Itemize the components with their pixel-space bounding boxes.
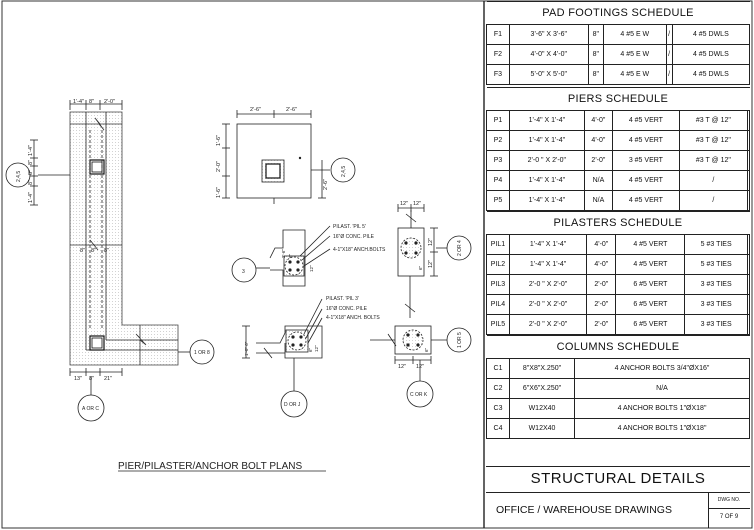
callout-label: 2 OR 4 <box>457 240 463 256</box>
pilaster-5-detail <box>255 225 331 287</box>
dimension: 6" <box>288 253 293 258</box>
dimension: 8" <box>91 248 96 254</box>
dimension: 1'-6" <box>216 135 222 146</box>
dimension: 12" <box>398 364 406 370</box>
grade-beam-plan <box>30 100 190 396</box>
dimension: 12" <box>314 345 319 352</box>
project-name: OFFICE / WAREHOUSE DRAWINGS <box>496 504 672 516</box>
callout-label: D OR J <box>284 402 301 408</box>
dimension: 6" <box>308 347 313 352</box>
pad-footing-plan <box>222 110 330 204</box>
dimension: 21" <box>104 376 112 382</box>
title-block: STRUCTURAL DETAILS OFFICE / WAREHOUSE DR… <box>486 440 750 528</box>
callout-label: A OR C <box>82 406 99 412</box>
dimension: 13" <box>74 376 82 382</box>
plan-title: PIER/PILASTER/ANCHOR BOLT PLANS <box>118 461 302 472</box>
dimension: 1'-4" <box>28 192 34 203</box>
dimension: 8" <box>28 160 34 165</box>
note: PILAST. 'PIL 3' <box>326 296 359 302</box>
callout-bubble <box>280 390 308 418</box>
note: 16"Ø CONC. PILE <box>326 306 368 312</box>
callout-label: 2,4,5 <box>341 166 347 177</box>
callout-bubble <box>189 339 215 365</box>
dimension: 2'-0" <box>104 99 115 105</box>
dimension: 8" <box>104 248 109 254</box>
dimension: 12" <box>309 265 314 272</box>
callout-label: 1 OR 8 <box>194 350 210 356</box>
dimension: 6" <box>424 347 429 352</box>
dimension: 1'-4" <box>28 145 34 156</box>
note: 4-1"X18" ANCH.BOLTS <box>333 247 386 253</box>
dimension: 8" <box>28 180 34 185</box>
dimension: 12" <box>428 260 434 268</box>
callout-label: 2,4,5 <box>16 171 22 182</box>
callout-bubble <box>77 394 105 422</box>
dimension: 12" <box>428 238 434 246</box>
schedule-title: COLUMNS SCHEDULE <box>486 335 750 359</box>
callout-bubble <box>446 327 472 353</box>
dimension: 12" <box>413 201 421 207</box>
schedule-title: PILASTERS SCHEDULE <box>486 211 750 235</box>
schedule-title: PIERS SCHEDULE <box>486 87 750 111</box>
dimension: 8" <box>80 248 85 254</box>
pilaster-3-detail <box>242 298 323 392</box>
dimension: 8" <box>28 170 34 175</box>
callout-bubble <box>406 380 434 408</box>
dimension: 2'-6" <box>323 179 329 190</box>
sheet-heading: STRUCTURAL DETAILS <box>530 470 706 487</box>
dimension: 2'-0" <box>216 161 222 172</box>
schedule-title: PAD FOOTINGS SCHEDULE <box>486 1 750 25</box>
callout-bubble <box>446 235 472 261</box>
drawing-number-label: DWG NO. <box>717 497 741 503</box>
dimension: 1'-0" 6" <box>244 341 249 356</box>
dimension: 6" <box>418 265 423 270</box>
dimension: 12" <box>400 201 408 207</box>
dimension: 1'-6" <box>216 187 222 198</box>
callout-label: 1 OR 5 <box>457 332 463 348</box>
sheet-number: 7 OF 9 <box>719 514 739 520</box>
pier-detail <box>397 204 448 298</box>
pile-detail <box>370 298 448 382</box>
dimension: 8" <box>89 99 94 105</box>
callout-label: C OR K <box>410 392 428 398</box>
callout-bubble <box>231 257 257 283</box>
dimension: 1'-4" <box>73 99 84 105</box>
dimension: 8" <box>89 376 94 382</box>
dimension: 12" <box>416 364 424 370</box>
callout-bubble <box>330 157 356 183</box>
dimension: 2'-6" <box>286 107 297 113</box>
callout-bubble <box>5 162 31 188</box>
dimension: 2'-6" <box>250 107 261 113</box>
note: 4-1"X18" ANCH. BOLTS <box>326 315 380 321</box>
note: 16"Ø CONC. PILE <box>333 234 375 240</box>
callout-label: 3 <box>242 269 245 275</box>
note: PILAST. 'PIL 5' <box>333 224 366 230</box>
dimension: 2'-6" <box>281 249 286 258</box>
